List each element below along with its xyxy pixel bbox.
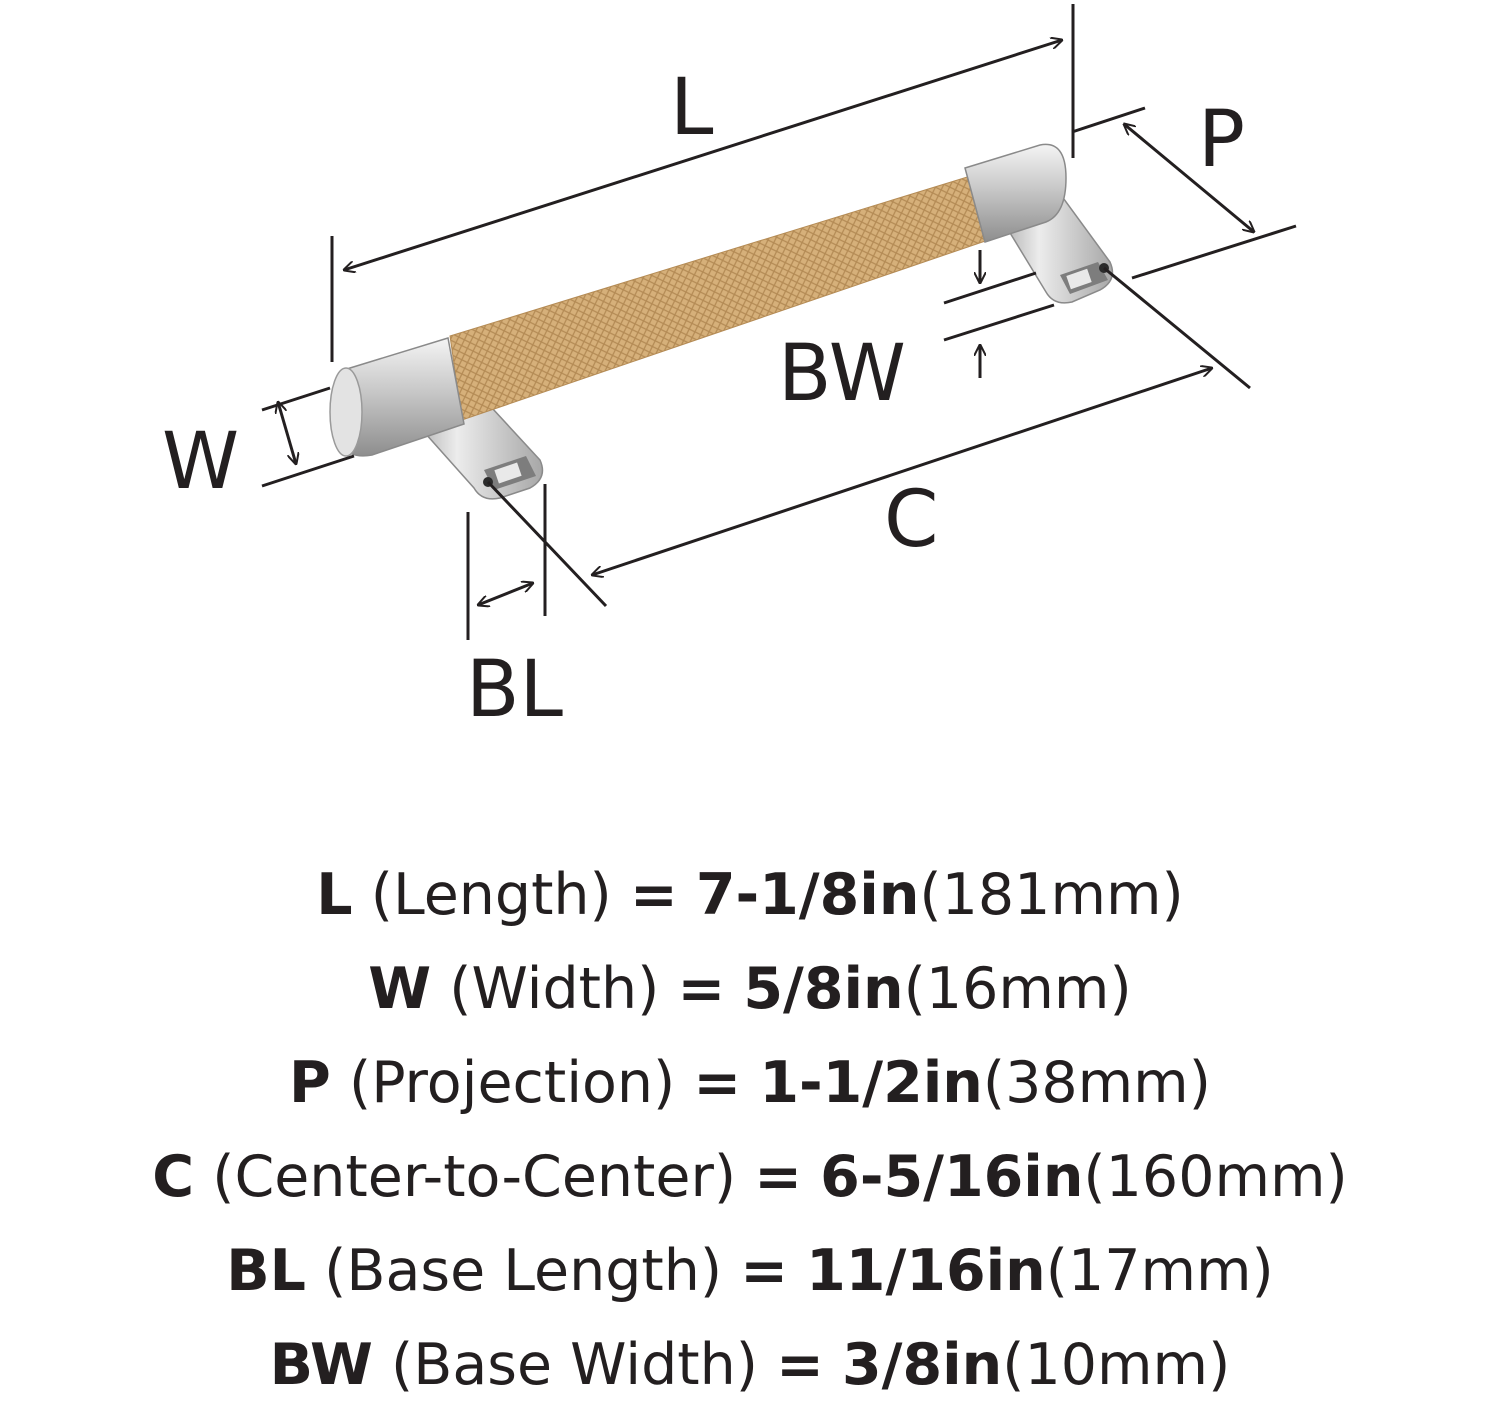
spec-inch-value: 3/8in: [842, 1332, 1003, 1398]
spec-mm-value: (38mm): [982, 1050, 1211, 1116]
spec-name: (Center-to-Center): [212, 1144, 737, 1210]
spec-row-base-length: BL (Base Length) = 11/16in(17mm): [0, 1224, 1500, 1318]
label-BW: BW: [778, 329, 906, 419]
spec-equals: =: [776, 1332, 824, 1398]
spec-mm-value: (181mm): [919, 862, 1184, 928]
spec-equals: =: [740, 1238, 789, 1304]
spec-code: C: [152, 1144, 195, 1210]
dimension-diagram: L P W BW C BL: [162, 4, 1297, 735]
spec-row-center-to-center: C (Center-to-Center) = 6-5/16in(160mm): [0, 1130, 1500, 1224]
spec-row-length: L (Length) = 7-1/8in(181mm): [0, 848, 1500, 942]
spec-name: (Base Width): [390, 1332, 758, 1398]
spec-inch-value: 11/16in: [806, 1238, 1046, 1304]
spec-code: BL: [226, 1238, 306, 1304]
specifications-list: L (Length) = 7-1/8in(181mm) W (Width) = …: [0, 848, 1500, 1412]
spec-mm-value: (10mm): [1002, 1332, 1231, 1398]
spec-name: (Base Length): [324, 1238, 723, 1304]
spec-equals: =: [693, 1050, 742, 1116]
spec-name: (Width): [449, 956, 660, 1022]
spec-mm-value: (160mm): [1083, 1144, 1348, 1210]
spec-code: P: [289, 1050, 331, 1116]
dimension-lines: [261, 4, 1297, 640]
label-L: L: [670, 63, 714, 153]
label-P: P: [1198, 95, 1245, 185]
spec-row-projection: P (Projection) = 1-1/2in(38mm): [0, 1036, 1500, 1130]
spec-equals: =: [629, 862, 678, 928]
spec-inch-value: 1-1/2in: [759, 1050, 983, 1116]
spec-code: W: [368, 956, 432, 1022]
spec-mm-value: (16mm): [903, 956, 1132, 1022]
knurled-bar: [449, 169, 1001, 421]
spec-name: (Projection): [348, 1050, 676, 1116]
spec-inch-value: 5/8in: [743, 956, 904, 1022]
label-W: W: [162, 417, 239, 507]
spec-inch-value: 7-1/8in: [695, 862, 920, 928]
label-BL: BL: [466, 645, 564, 735]
spec-inch-value: 6-5/16in: [820, 1144, 1084, 1210]
handle-drawing: [329, 143, 1114, 500]
spec-equals: =: [754, 1144, 803, 1210]
spec-name: (Length): [370, 862, 612, 928]
spec-row-width: W (Width) = 5/8in(16mm): [0, 942, 1500, 1036]
label-C: C: [884, 475, 938, 565]
spec-equals: =: [677, 956, 726, 1022]
spec-code: L: [316, 862, 353, 928]
spec-code: BW: [269, 1332, 373, 1398]
spec-mm-value: (17mm): [1045, 1238, 1274, 1304]
spec-row-base-width: BW (Base Width) = 3/8in(10mm): [0, 1318, 1500, 1412]
